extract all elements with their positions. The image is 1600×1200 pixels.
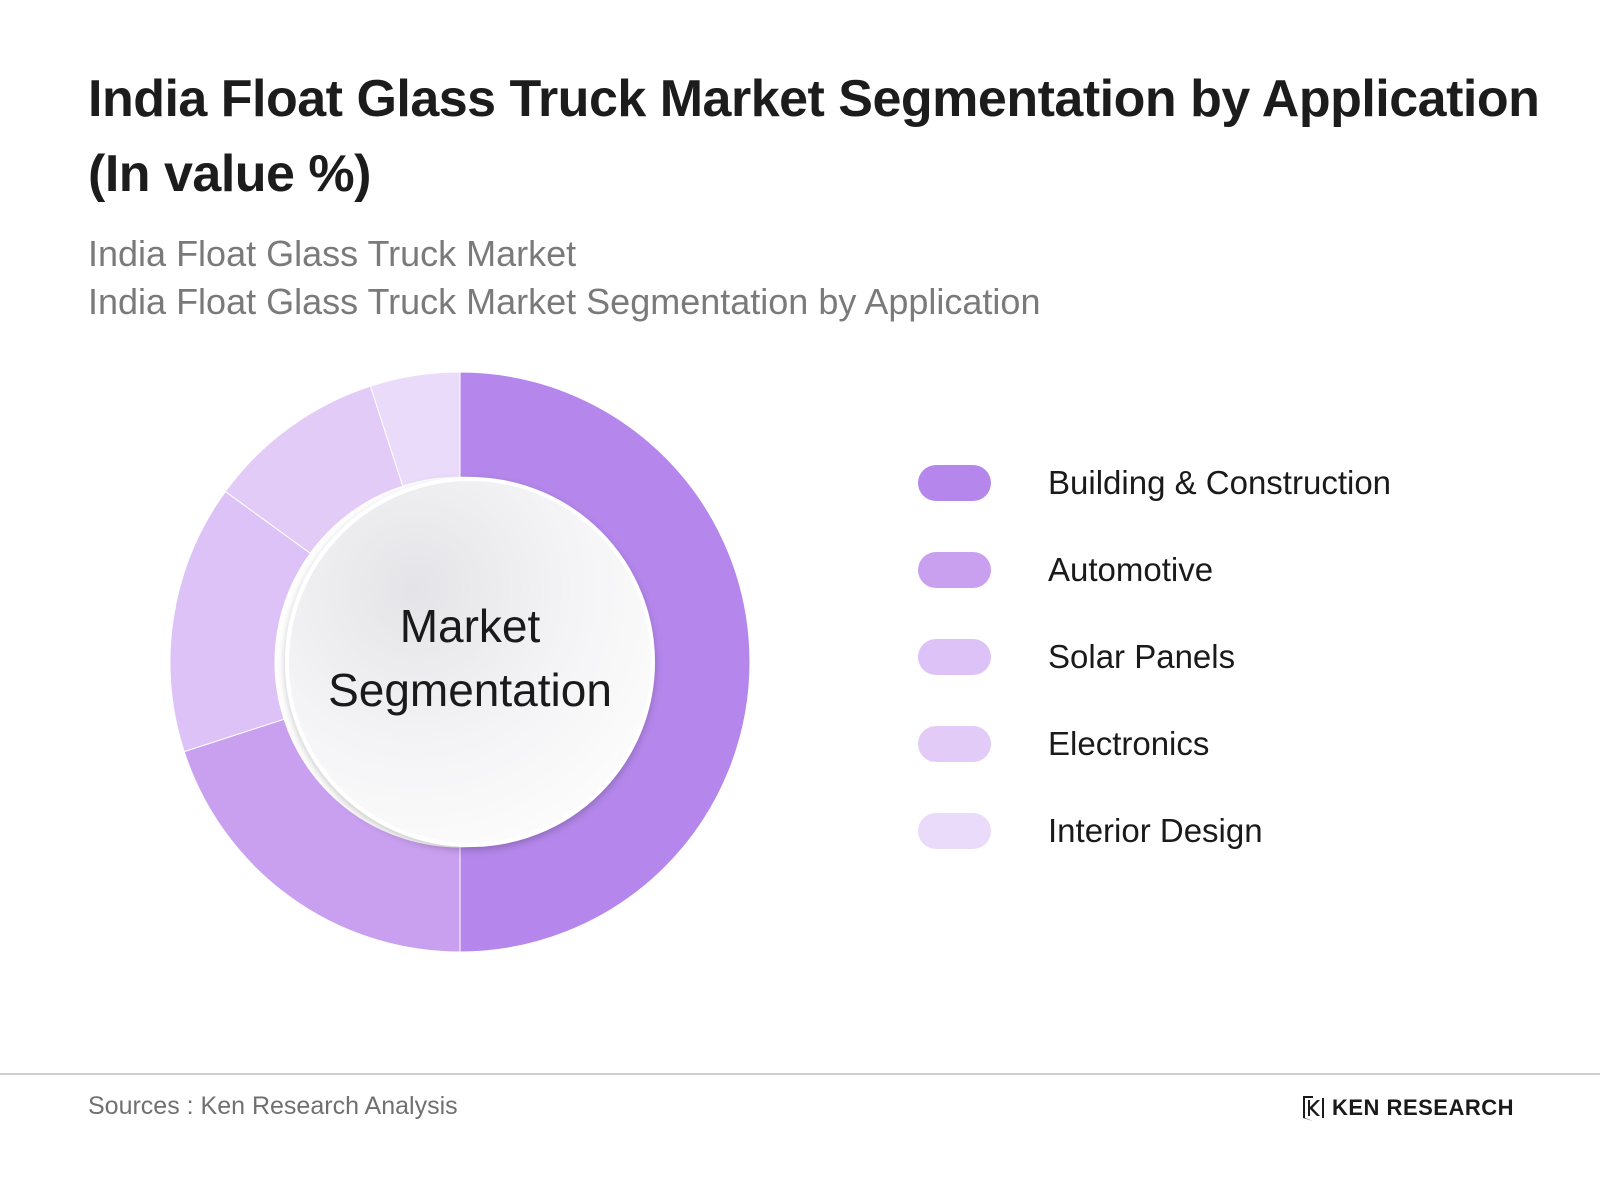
legend-label: Solar Panels	[1048, 638, 1236, 675]
legend-swatch	[918, 552, 991, 588]
chart-title: India Float Glass Truck Market Segmentat…	[88, 70, 1540, 203]
footer-divider	[0, 1073, 1600, 1075]
donut-slice-automotive	[183, 718, 461, 953]
ken-research-logo: KEN RESEARCH	[1300, 1093, 1514, 1123]
legend-swatch	[918, 639, 991, 675]
legend-item-automotive: Automotive	[918, 547, 1558, 634]
legend-label: Interior Design	[1048, 812, 1263, 849]
chart-subtitle-market: India Float Glass Truck Market	[88, 233, 577, 274]
donut-center-disc	[285, 477, 655, 847]
source-note: Sources : Ken Research Analysis	[88, 1092, 458, 1120]
legend-item-interior-design: Interior Design	[918, 808, 1558, 895]
legend-label: Building & Construction	[1048, 464, 1392, 501]
ken-research-logo-mark	[1303, 1096, 1324, 1121]
legend-item-solar-panels: Solar Panels	[918, 634, 1558, 721]
legend-swatch	[918, 813, 991, 849]
legend-label: Automotive	[1048, 551, 1214, 588]
donut-center-label-line-1: Market	[400, 600, 541, 652]
donut-center-label-line-2: Segmentation	[328, 664, 612, 716]
legend-swatch	[918, 465, 991, 501]
legend-item-electronics: Electronics	[918, 721, 1558, 808]
ken-research-wordmark: KEN RESEARCH	[1332, 1095, 1515, 1120]
donut-slice-interior-design	[369, 371, 461, 487]
legend-label: Electronics	[1048, 725, 1210, 762]
chart-legend: Building & Construction Automotive Solar…	[918, 460, 1558, 895]
donut-chart: Market Segmentation	[169, 371, 751, 953]
legend-item-building-construction: Building & Construction	[918, 460, 1558, 547]
chart-subtitle-segmentation: India Float Glass Truck Market Segmentat…	[88, 281, 1041, 322]
legend-swatch	[918, 726, 991, 762]
